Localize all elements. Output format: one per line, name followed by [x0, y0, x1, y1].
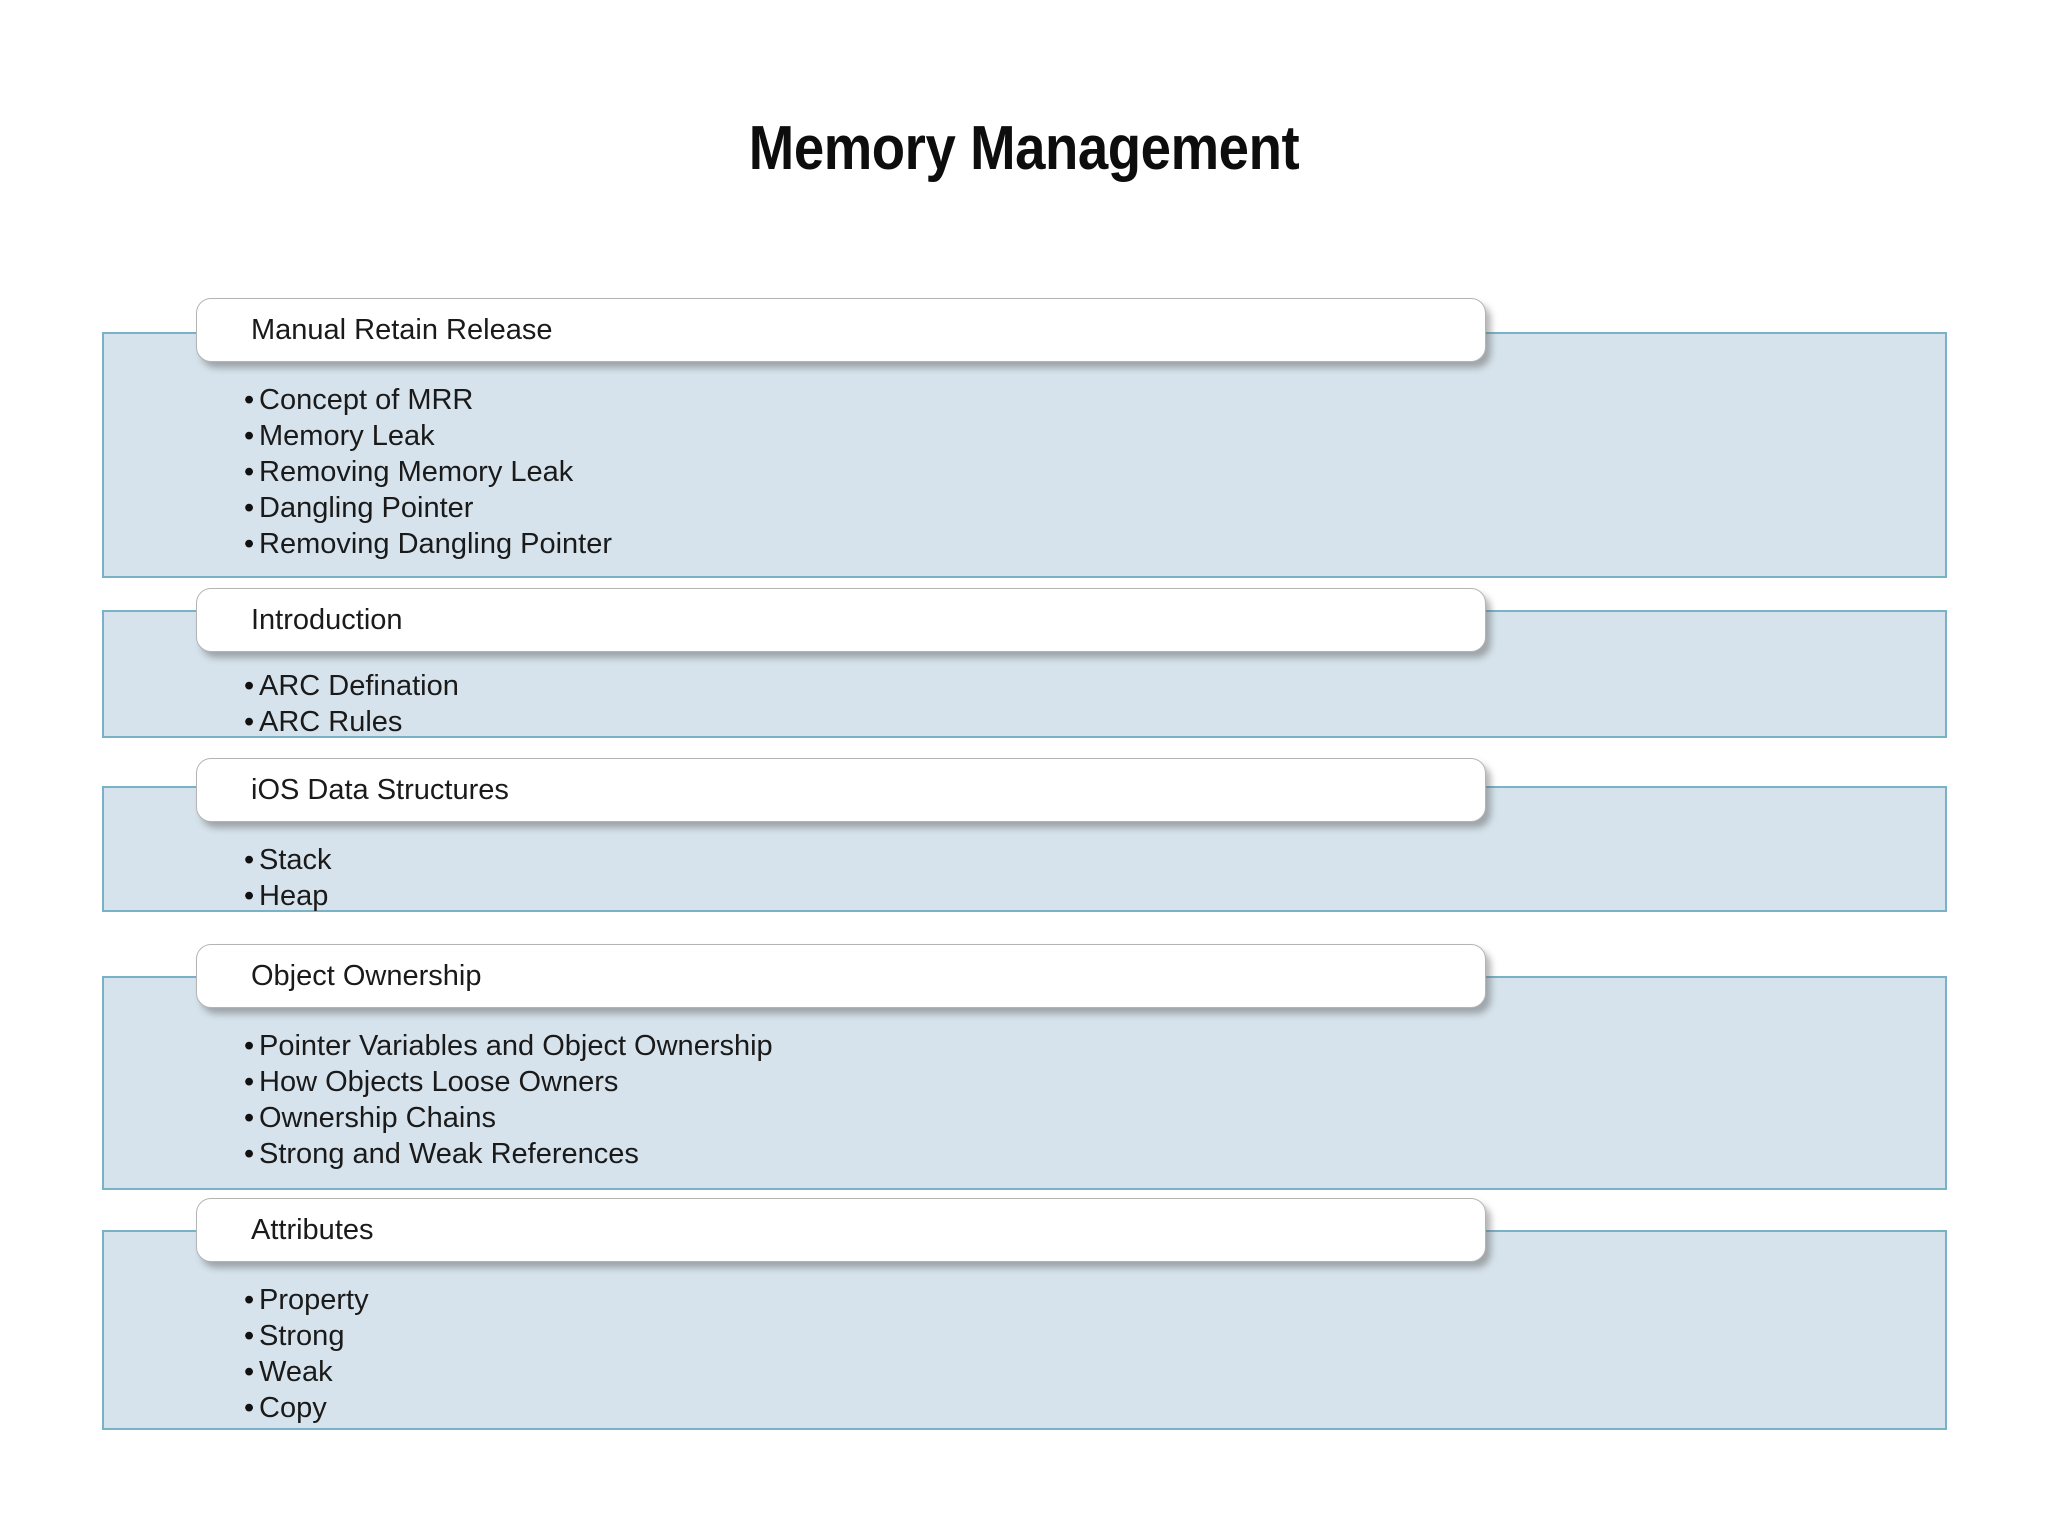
list-item: •Dangling Pointer [244, 490, 612, 526]
section-heading: iOS Data Structures [251, 773, 509, 806]
page-title: Memory Management [748, 114, 1300, 183]
section-panel [102, 332, 1947, 578]
list-item: •Property [244, 1282, 369, 1318]
bullet-dot-icon: • [244, 1030, 255, 1062]
bullet-dot-icon: • [244, 1284, 255, 1316]
section-panel [102, 1230, 1947, 1430]
list-item-label: Pointer Variables and Object Ownership [259, 1030, 773, 1062]
bullet-dot-icon: • [244, 1138, 255, 1170]
list-item-label: Memory Leak [259, 420, 435, 452]
bullet-dot-icon: • [244, 528, 255, 560]
section-header-box[interactable]: Manual Retain Release [196, 298, 1486, 362]
list-item: •How Objects Loose Owners [244, 1064, 773, 1100]
list-item: •Removing Dangling Pointer [244, 526, 612, 562]
section-heading: Object Ownership [251, 959, 482, 992]
section-bullet-list: •Property•Strong•Weak•Copy [244, 1282, 369, 1426]
bullet-dot-icon: • [244, 384, 255, 416]
list-item-label: Concept of MRR [259, 384, 474, 416]
list-item-label: Removing Dangling Pointer [259, 528, 613, 560]
list-item-label: Ownership Chains [259, 1102, 496, 1134]
list-item-label: Strong and Weak References [259, 1138, 639, 1170]
bullet-dot-icon: • [244, 492, 255, 524]
section-bullet-list: •Concept of MRR•Memory Leak•Removing Mem… [244, 382, 612, 562]
list-item-label: Property [259, 1284, 369, 1316]
bullet-dot-icon: • [244, 1320, 255, 1352]
section-header-box[interactable]: iOS Data Structures [196, 758, 1486, 822]
bullet-dot-icon: • [244, 1102, 255, 1134]
section-header-box[interactable]: Attributes [196, 1198, 1486, 1262]
list-item: •Strong [244, 1318, 369, 1354]
list-item-label: Removing Memory Leak [259, 456, 574, 488]
list-item: •Memory Leak [244, 418, 612, 454]
section-heading: Manual Retain Release [251, 313, 553, 346]
section-heading: Attributes [251, 1213, 374, 1246]
bullet-dot-icon: • [244, 1066, 255, 1098]
list-item-label: ARC Rules [259, 706, 403, 738]
list-item: •Copy [244, 1390, 369, 1426]
list-item: •Pointer Variables and Object Ownership [244, 1028, 773, 1064]
list-item: •Concept of MRR [244, 382, 612, 418]
bullet-dot-icon: • [244, 1356, 255, 1388]
bullet-dot-icon: • [244, 456, 255, 488]
bullet-dot-icon: • [244, 1392, 255, 1424]
bullet-dot-icon: • [244, 844, 255, 876]
list-item: •Weak [244, 1354, 369, 1390]
section-bullet-list: •ARC Defination•ARC Rules [244, 668, 459, 740]
list-item-label: Copy [259, 1392, 327, 1424]
bullet-dot-icon: • [244, 880, 255, 912]
section-heading: Introduction [251, 603, 403, 636]
list-item-label: ARC Defination [259, 670, 459, 702]
list-item: •Ownership Chains [244, 1100, 773, 1136]
section-bullet-list: •Pointer Variables and Object Ownership•… [244, 1028, 773, 1172]
list-item: •ARC Defination [244, 668, 459, 704]
section-bullet-list: •Stack•Heap [244, 842, 332, 914]
list-item: •ARC Rules [244, 704, 459, 740]
list-item: •Strong and Weak References [244, 1136, 773, 1172]
section-header-box[interactable]: Introduction [196, 588, 1486, 652]
list-item-label: Stack [259, 844, 332, 876]
list-item-label: Dangling Pointer [259, 492, 474, 524]
list-item-label: Weak [259, 1356, 333, 1388]
list-item: •Removing Memory Leak [244, 454, 612, 490]
section-header-box[interactable]: Object Ownership [196, 944, 1486, 1008]
bullet-dot-icon: • [244, 706, 255, 738]
list-item-label: How Objects Loose Owners [259, 1066, 619, 1098]
bullet-dot-icon: • [244, 420, 255, 452]
list-item-label: Heap [259, 880, 329, 912]
list-item-label: Strong [259, 1320, 345, 1352]
bullet-dot-icon: • [244, 670, 255, 702]
section-panel [102, 976, 1947, 1190]
list-item: •Heap [244, 878, 332, 914]
list-item: •Stack [244, 842, 332, 878]
